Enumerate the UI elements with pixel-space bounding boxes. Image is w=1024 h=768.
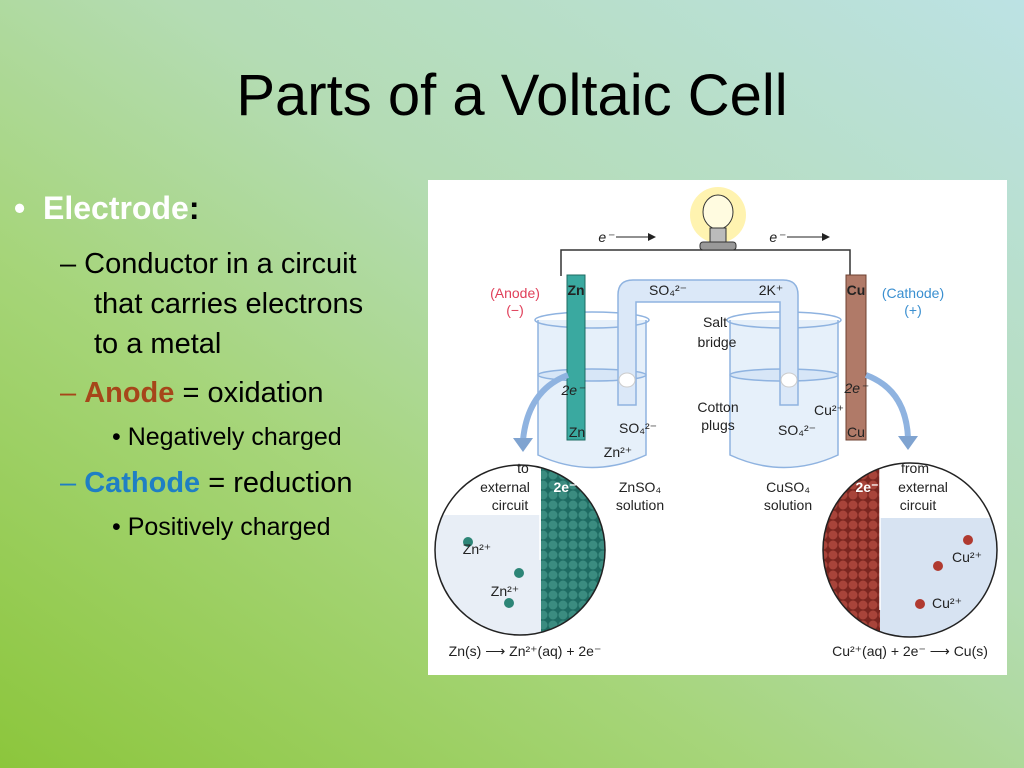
anode-sub: • Negatively charged xyxy=(112,423,342,451)
anode-sign: (−) xyxy=(506,302,524,318)
bullet-dot: • xyxy=(14,190,26,226)
cu-label: Cu xyxy=(847,282,866,298)
k-bridge-label: 2K⁺ xyxy=(759,282,784,298)
so4-bridge-label: SO₄²⁻ xyxy=(649,282,687,298)
slide-title: Parts of a Voltaic Cell xyxy=(236,63,788,128)
cathode-label: (Cathode) xyxy=(882,285,944,301)
external-left-label: external xyxy=(480,479,530,495)
cathode-rest: = reduction xyxy=(200,467,353,499)
to-label: to xyxy=(517,460,529,476)
definition-line-3: to a metal xyxy=(94,328,222,360)
zn-ion-label: Zn²⁺ xyxy=(604,444,632,460)
salt-bridge xyxy=(617,279,799,406)
zn-ion-1: Zn²⁺ xyxy=(463,541,491,557)
cu-bottom-label: Cu xyxy=(847,424,865,440)
cuso4-label: CuSO₄ xyxy=(766,479,810,495)
plugs-label: plugs xyxy=(701,417,734,433)
zn-label: Zn xyxy=(567,282,584,298)
copper-electrode xyxy=(845,274,867,441)
so4-right-label: SO₄²⁻ xyxy=(778,422,816,438)
cathode-term: Cathode xyxy=(84,467,201,499)
equation-right: Cu²⁺(aq) + 2e⁻ ⟶ Cu(s) xyxy=(832,643,988,659)
electron-label-left: e⁻ xyxy=(598,229,615,245)
equation-left: Zn(s) ⟶ Zn²⁺(aq) + 2e⁻ xyxy=(449,643,602,659)
dash: – xyxy=(60,467,85,499)
electrode-term: Electrode xyxy=(42,190,189,226)
cotton-label: Cotton xyxy=(697,399,738,415)
solution-left-label: solution xyxy=(616,497,664,513)
circuit-right-label: circuit xyxy=(900,497,937,513)
cathode-sign: (+) xyxy=(904,302,922,318)
anode-rest: = oxidation xyxy=(174,377,324,409)
so4-left-label: SO₄²⁻ xyxy=(619,420,657,436)
cu-ion-2: Cu²⁺ xyxy=(932,595,962,611)
circle-2e-left: 2e⁻ xyxy=(554,479,577,495)
definition-line-1: – Conductor in a circuit xyxy=(60,248,357,280)
bullet-electrode: • Electrode: xyxy=(14,190,199,227)
wire xyxy=(560,249,851,276)
solution-right-label: solution xyxy=(764,497,812,513)
anode-label: (Anode) xyxy=(490,285,540,301)
salt-label: Salt xyxy=(703,314,727,330)
cotton-plug-right xyxy=(780,372,798,388)
cathode-sub: • Positively charged xyxy=(112,513,331,541)
circle-2e-right: 2e⁻ xyxy=(856,479,879,495)
definition-line-2: that carries electrons xyxy=(94,288,364,320)
cu-ion-label: Cu²⁺ xyxy=(814,402,844,418)
anode-term: Anode xyxy=(84,377,175,409)
zinc-electrode xyxy=(566,274,586,441)
bridge-label: bridge xyxy=(698,334,737,350)
dash: – xyxy=(60,377,85,409)
bulb-icon xyxy=(702,194,734,230)
zn-bottom-label: Zn xyxy=(569,424,585,440)
electron-label-right: e⁻ xyxy=(769,229,786,245)
external-right-label: external xyxy=(898,479,948,495)
cu-2e-label: 2e⁻ xyxy=(844,380,870,396)
bullet-anode: – Anode = oxidation xyxy=(60,373,324,413)
cotton-plug-left xyxy=(618,372,636,388)
from-label: from xyxy=(901,460,929,476)
electrode-colon: : xyxy=(188,190,200,226)
copper-closeup xyxy=(823,463,997,637)
bullet-cathode: – Cathode = reduction xyxy=(60,463,353,503)
voltaic-cell-diagram: e⁻ e⁻ (Anode) (−) Zn Cu (Cathode) (+) SO… xyxy=(428,180,1007,675)
zn-ion-2: Zn²⁺ xyxy=(491,583,519,599)
circuit-left-label: circuit xyxy=(492,497,529,513)
znso4-label: ZnSO₄ xyxy=(619,479,662,495)
zn-2e-label: 2e⁻ xyxy=(561,382,587,398)
cu-ion-1: Cu²⁺ xyxy=(952,549,982,565)
